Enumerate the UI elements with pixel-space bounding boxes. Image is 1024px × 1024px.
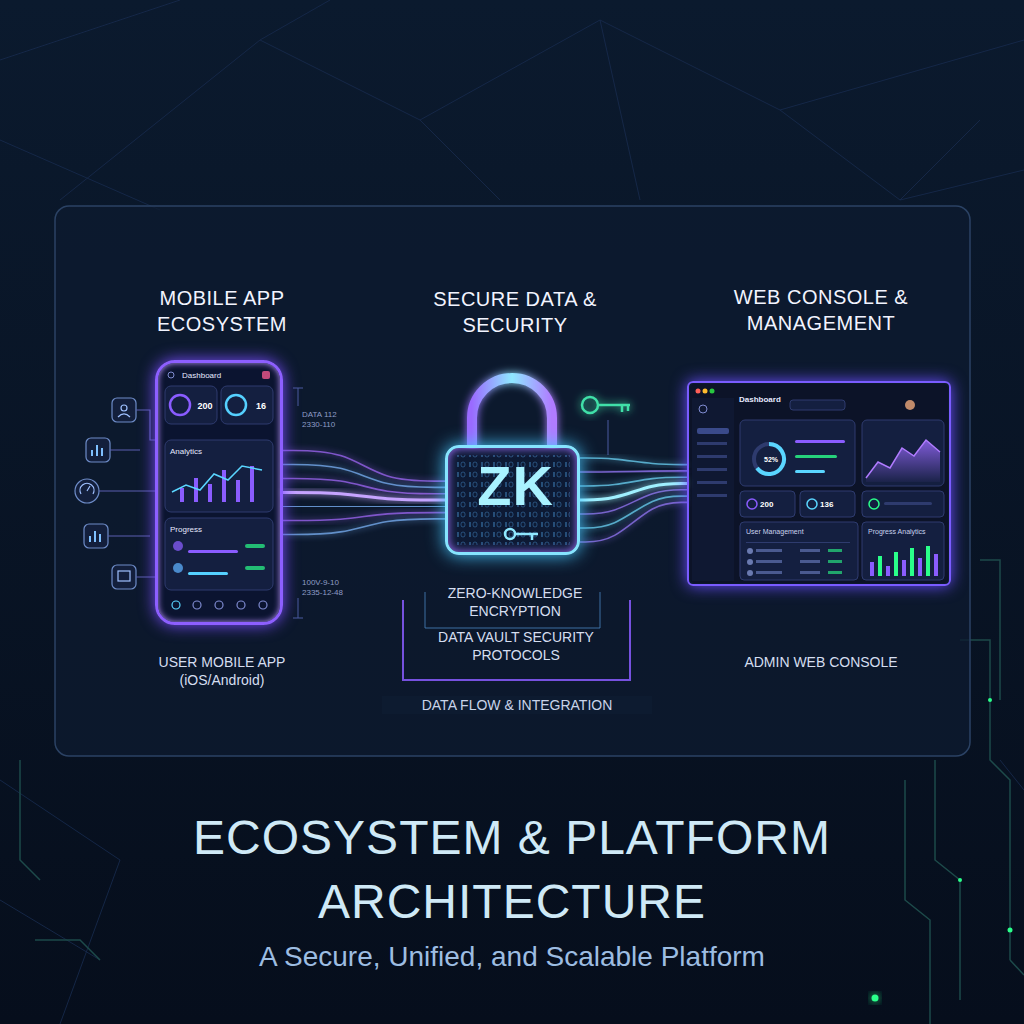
stat-value: 16 <box>248 401 274 413</box>
flow-strand <box>580 458 687 465</box>
data-tag: 100V-9-10 2335-12-48 <box>302 578 354 598</box>
data-flow-connector <box>283 493 445 501</box>
lock-vault: SECURE DATA & SECURITYZKZERO-KNOWLEDGE E… <box>445 445 580 555</box>
card-title: User Management <box>746 527 856 536</box>
flow-label: DATA FLOW & INTEGRATION <box>382 696 652 714</box>
flow-strand <box>283 505 445 507</box>
zk-mark: ZK <box>448 452 583 519</box>
stat-value: 200 <box>192 401 218 413</box>
bar-chart <box>870 546 938 576</box>
data-tag: DATA 112 2330-110 <box>302 410 350 430</box>
security-label: ZERO-KNOWLEDGE ENCRYPTION <box>435 584 595 620</box>
page-caption: A Secure, Unified, and Scalable Platform <box>62 940 962 974</box>
gauge-value: 52% <box>759 455 783 464</box>
device-caption: USER MOBILE APP (iOS/Android) <box>152 653 292 689</box>
device-caption: ADMIN WEB CONSOLE <box>721 653 921 671</box>
flow-strand <box>580 471 687 472</box>
data-flow-connector <box>580 484 687 501</box>
feature-icons <box>75 398 155 589</box>
tick-lines <box>293 388 303 618</box>
flow-strand <box>283 519 445 535</box>
phone-screen <box>160 365 278 620</box>
stat-value: 136 <box>820 500 854 510</box>
key-leader <box>608 420 609 455</box>
lock-shackle <box>472 378 552 448</box>
card-title: Progress <box>170 525 240 535</box>
page-title: ECOSYSTEM & PLATFORM ARCHITECTURE <box>92 806 932 934</box>
card-title: Analytics <box>170 447 240 457</box>
table-rows <box>747 548 842 576</box>
column-heading: SECURE DATA & SECURITY <box>415 286 615 338</box>
stat-value: 200 <box>760 500 794 510</box>
flow-strand <box>580 502 687 542</box>
column-heading: WEB CONSOLE & MANAGEMENT <box>721 284 921 336</box>
flow-strand <box>283 465 445 488</box>
console-window: WEB CONSOLE & MANAGEMENTDashboard52%2001… <box>687 381 951 586</box>
keyhole <box>505 529 538 540</box>
security-label: DATA VAULT SECURITY PROTOCOLS <box>431 628 601 664</box>
phone-device: MOBILE APP ECOSYSTEMDashboard20016Analyt… <box>155 360 283 625</box>
column-heading: MOBILE APP ECOSYSTEM <box>122 285 322 337</box>
console-screen <box>690 384 948 583</box>
panel <box>55 206 970 756</box>
flow-strand <box>580 490 687 514</box>
screen-title: Dashboard <box>739 395 799 405</box>
key-icon <box>582 397 630 413</box>
screen-title: Dashboard <box>182 371 242 381</box>
card-title: Progress Analytics <box>868 527 946 536</box>
